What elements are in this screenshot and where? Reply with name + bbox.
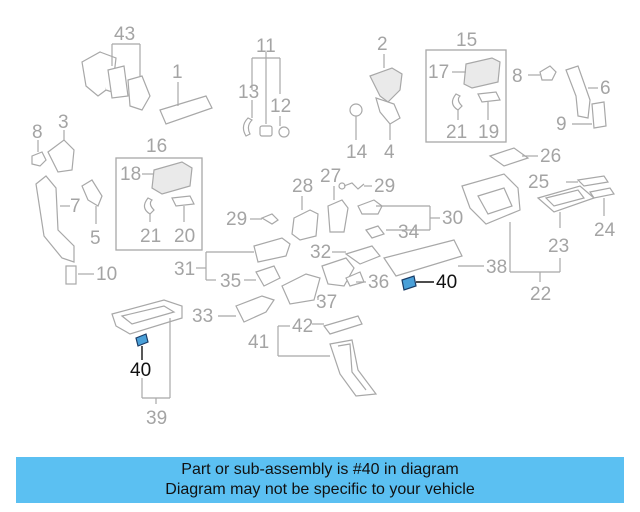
callout-43: 43 <box>114 24 135 45</box>
part-group-right: 26 25 24 23 22 <box>461 146 616 305</box>
part-1: 1 <box>159 62 213 125</box>
callout-8b: 8 <box>32 122 43 143</box>
callout-21b: 21 <box>140 226 161 247</box>
callout-22: 22 <box>530 284 551 305</box>
callout-11: 11 <box>256 36 276 57</box>
callout-40-left: 40 <box>130 360 151 381</box>
callout-39: 39 <box>146 408 167 429</box>
parts-diagram: 43 1 11 13 12 2 4 14 15 <box>31 24 616 429</box>
callout-26: 26 <box>540 146 561 167</box>
part-group-39: 39 <box>111 299 183 429</box>
callout-27: 27 <box>320 166 341 187</box>
callout-21a: 21 <box>446 122 467 143</box>
part-40-left: 40 <box>130 333 151 381</box>
callout-35: 35 <box>220 271 241 292</box>
part-group-left: 8 3 7 5 10 <box>31 112 117 285</box>
callout-7: 7 <box>70 196 81 217</box>
part-group-middle: 29 27 28 29 30 34 <box>226 166 463 243</box>
callout-29b: 29 <box>226 209 247 230</box>
callout-19: 19 <box>478 122 499 143</box>
callout-13: 13 <box>238 82 259 103</box>
callout-32: 32 <box>310 242 331 263</box>
part-group-43: 43 <box>81 24 151 111</box>
callout-20: 20 <box>174 226 195 247</box>
callout-42: 42 <box>292 316 313 337</box>
part-group-41-42: 42 41 <box>248 315 378 397</box>
part-group-6-8-9: 8 6 9 <box>512 65 611 135</box>
banner-part-text: Part or sub-assembly is #40 in diagram <box>181 461 459 478</box>
callout-12: 12 <box>270 96 291 117</box>
part-group-2-4-14: 2 4 14 <box>346 34 403 163</box>
callout-29a: 29 <box>374 176 395 197</box>
callout-41: 41 <box>248 332 269 353</box>
callout-14: 14 <box>346 142 368 163</box>
callout-9: 9 <box>556 114 567 135</box>
callout-16: 16 <box>146 136 167 157</box>
callout-6: 6 <box>600 78 611 99</box>
callout-3: 3 <box>58 112 69 133</box>
callout-33: 33 <box>192 306 213 327</box>
callout-25: 25 <box>528 172 549 193</box>
callout-10: 10 <box>96 264 117 285</box>
callout-31: 31 <box>174 259 195 280</box>
callout-8a: 8 <box>512 66 523 87</box>
callout-36: 36 <box>368 272 389 293</box>
callout-15: 15 <box>456 30 477 51</box>
callout-5: 5 <box>90 228 101 249</box>
part-group-11: 11 13 12 <box>238 36 291 138</box>
callout-28: 28 <box>292 176 313 197</box>
callout-40-right: 40 <box>436 272 457 293</box>
callout-30: 30 <box>442 208 463 229</box>
callout-24: 24 <box>594 220 616 241</box>
callout-2: 2 <box>377 34 388 55</box>
callout-37: 37 <box>316 292 337 313</box>
callout-38: 38 <box>486 257 507 278</box>
callout-34: 34 <box>398 222 420 243</box>
callout-23: 23 <box>548 236 569 257</box>
part-40-right: 40 <box>401 272 457 293</box>
callout-18: 18 <box>120 164 141 185</box>
callout-17: 17 <box>428 62 449 83</box>
part-group-lower-middle: 31 35 33 37 32 36 38 <box>174 237 507 327</box>
banner-disclaimer-text: Diagram may not be specific to your vehi… <box>165 481 475 498</box>
callout-1: 1 <box>172 62 183 83</box>
part-box-15: 15 17 21 19 <box>425 30 507 143</box>
part-box-16: 16 18 21 20 <box>115 136 203 251</box>
callout-4: 4 <box>384 142 395 163</box>
info-banner: Part or sub-assembly is #40 in diagram D… <box>16 457 624 503</box>
